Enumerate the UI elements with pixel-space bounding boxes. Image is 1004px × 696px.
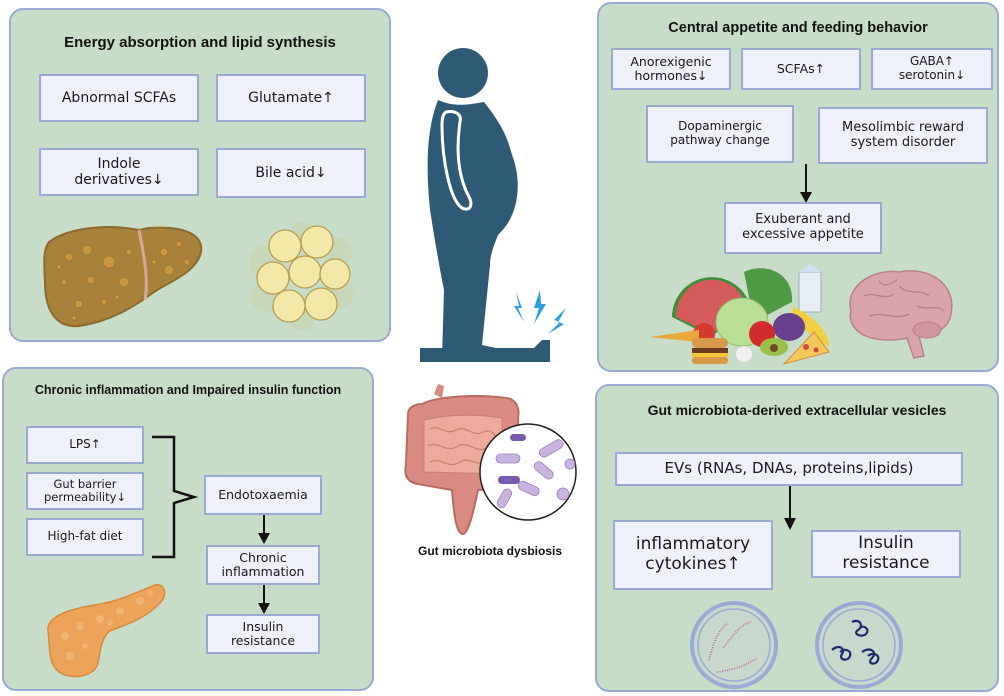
panel-chronic-inflammation: Chronic inflammation and Impaired insuli… <box>2 367 374 691</box>
box-mesolimbic-reward: Mesolimbic reward system disorder <box>818 107 988 164</box>
panel-energy-absorption: Energy absorption and lipid synthesis Ab… <box>9 8 391 342</box>
brain-icon <box>849 270 953 359</box>
adipocytes-icon <box>249 222 355 330</box>
box-lps: LPS↑ <box>26 426 144 464</box>
panel-title-energy: Energy absorption and lipid synthesis <box>64 34 336 51</box>
box-gut-barrier-permeability: Gut barrier permeability↓ <box>26 472 144 510</box>
gut-microbiota-dysbiosis-label: Gut microbiota dysbiosis <box>417 544 563 558</box>
panel-central-appetite: Central appetite and feeding behavior An… <box>597 2 999 372</box>
box-insulin-resistance: Insulin resistance <box>206 614 320 654</box>
food-group-icon <box>649 264 830 365</box>
box-excessive-appetite: Exuberant and excessive appetite <box>724 202 882 254</box>
panel-title-inflammation: Chronic inflammation and Impaired insuli… <box>34 383 342 397</box>
panel-extracellular-vesicles: Gut microbiota-derived extracellular ves… <box>595 384 999 692</box>
panel-title-vesicles: Gut microbiota-derived extracellular ves… <box>647 402 947 418</box>
dna-vesicle-icon <box>815 601 903 689</box>
box-indole-derivatives: Indole derivatives↓ <box>39 148 199 196</box>
box-scfas: SCFAs↑ <box>741 48 861 90</box>
liver-icon <box>43 226 203 328</box>
panel-title-appetite: Central appetite and feeding behavior <box>668 20 928 36</box>
box-dopaminergic-pathway: Dopaminergic pathway change <box>646 105 794 163</box>
box-inflammatory-cytokines: inflammatory cytokines↑ <box>613 520 773 590</box>
box-insulin-resistance-ev: Insulin resistance <box>811 530 961 578</box>
intestine-with-bacteria-icon <box>404 384 577 536</box>
box-anorexigenic-hormones: Anorexigenic hormones↓ <box>611 48 731 90</box>
obese-person-on-scale-icon <box>420 48 550 362</box>
box-bile-acid: Bile acid↓ <box>216 148 366 198</box>
box-chronic-inflammation: Chronic inflammation <box>206 545 320 585</box>
box-gaba-serotonin: GABA↑ serotonin↓ <box>871 48 993 90</box>
arrow-down-icon <box>258 515 270 544</box>
arrow-down-icon <box>800 164 812 203</box>
rna-vesicle-icon <box>690 601 778 689</box>
arrow-down-icon <box>784 486 796 530</box>
box-abnormal-scfas: Abnormal SCFAs <box>39 74 199 122</box>
box-endotoxaemia: Endotoxaemia <box>204 475 322 515</box>
bracket-connector <box>152 435 199 559</box>
box-high-fat-diet: High-fat diet <box>26 518 144 556</box>
arrow-down-icon <box>258 585 270 614</box>
lightning-icon <box>514 290 566 334</box>
pancreas-icon <box>47 584 166 678</box>
box-evs-source: EVs (RNAs, DNAs, proteins,lipids) <box>615 452 963 486</box>
box-glutamate: Glutamate↑ <box>216 74 366 122</box>
